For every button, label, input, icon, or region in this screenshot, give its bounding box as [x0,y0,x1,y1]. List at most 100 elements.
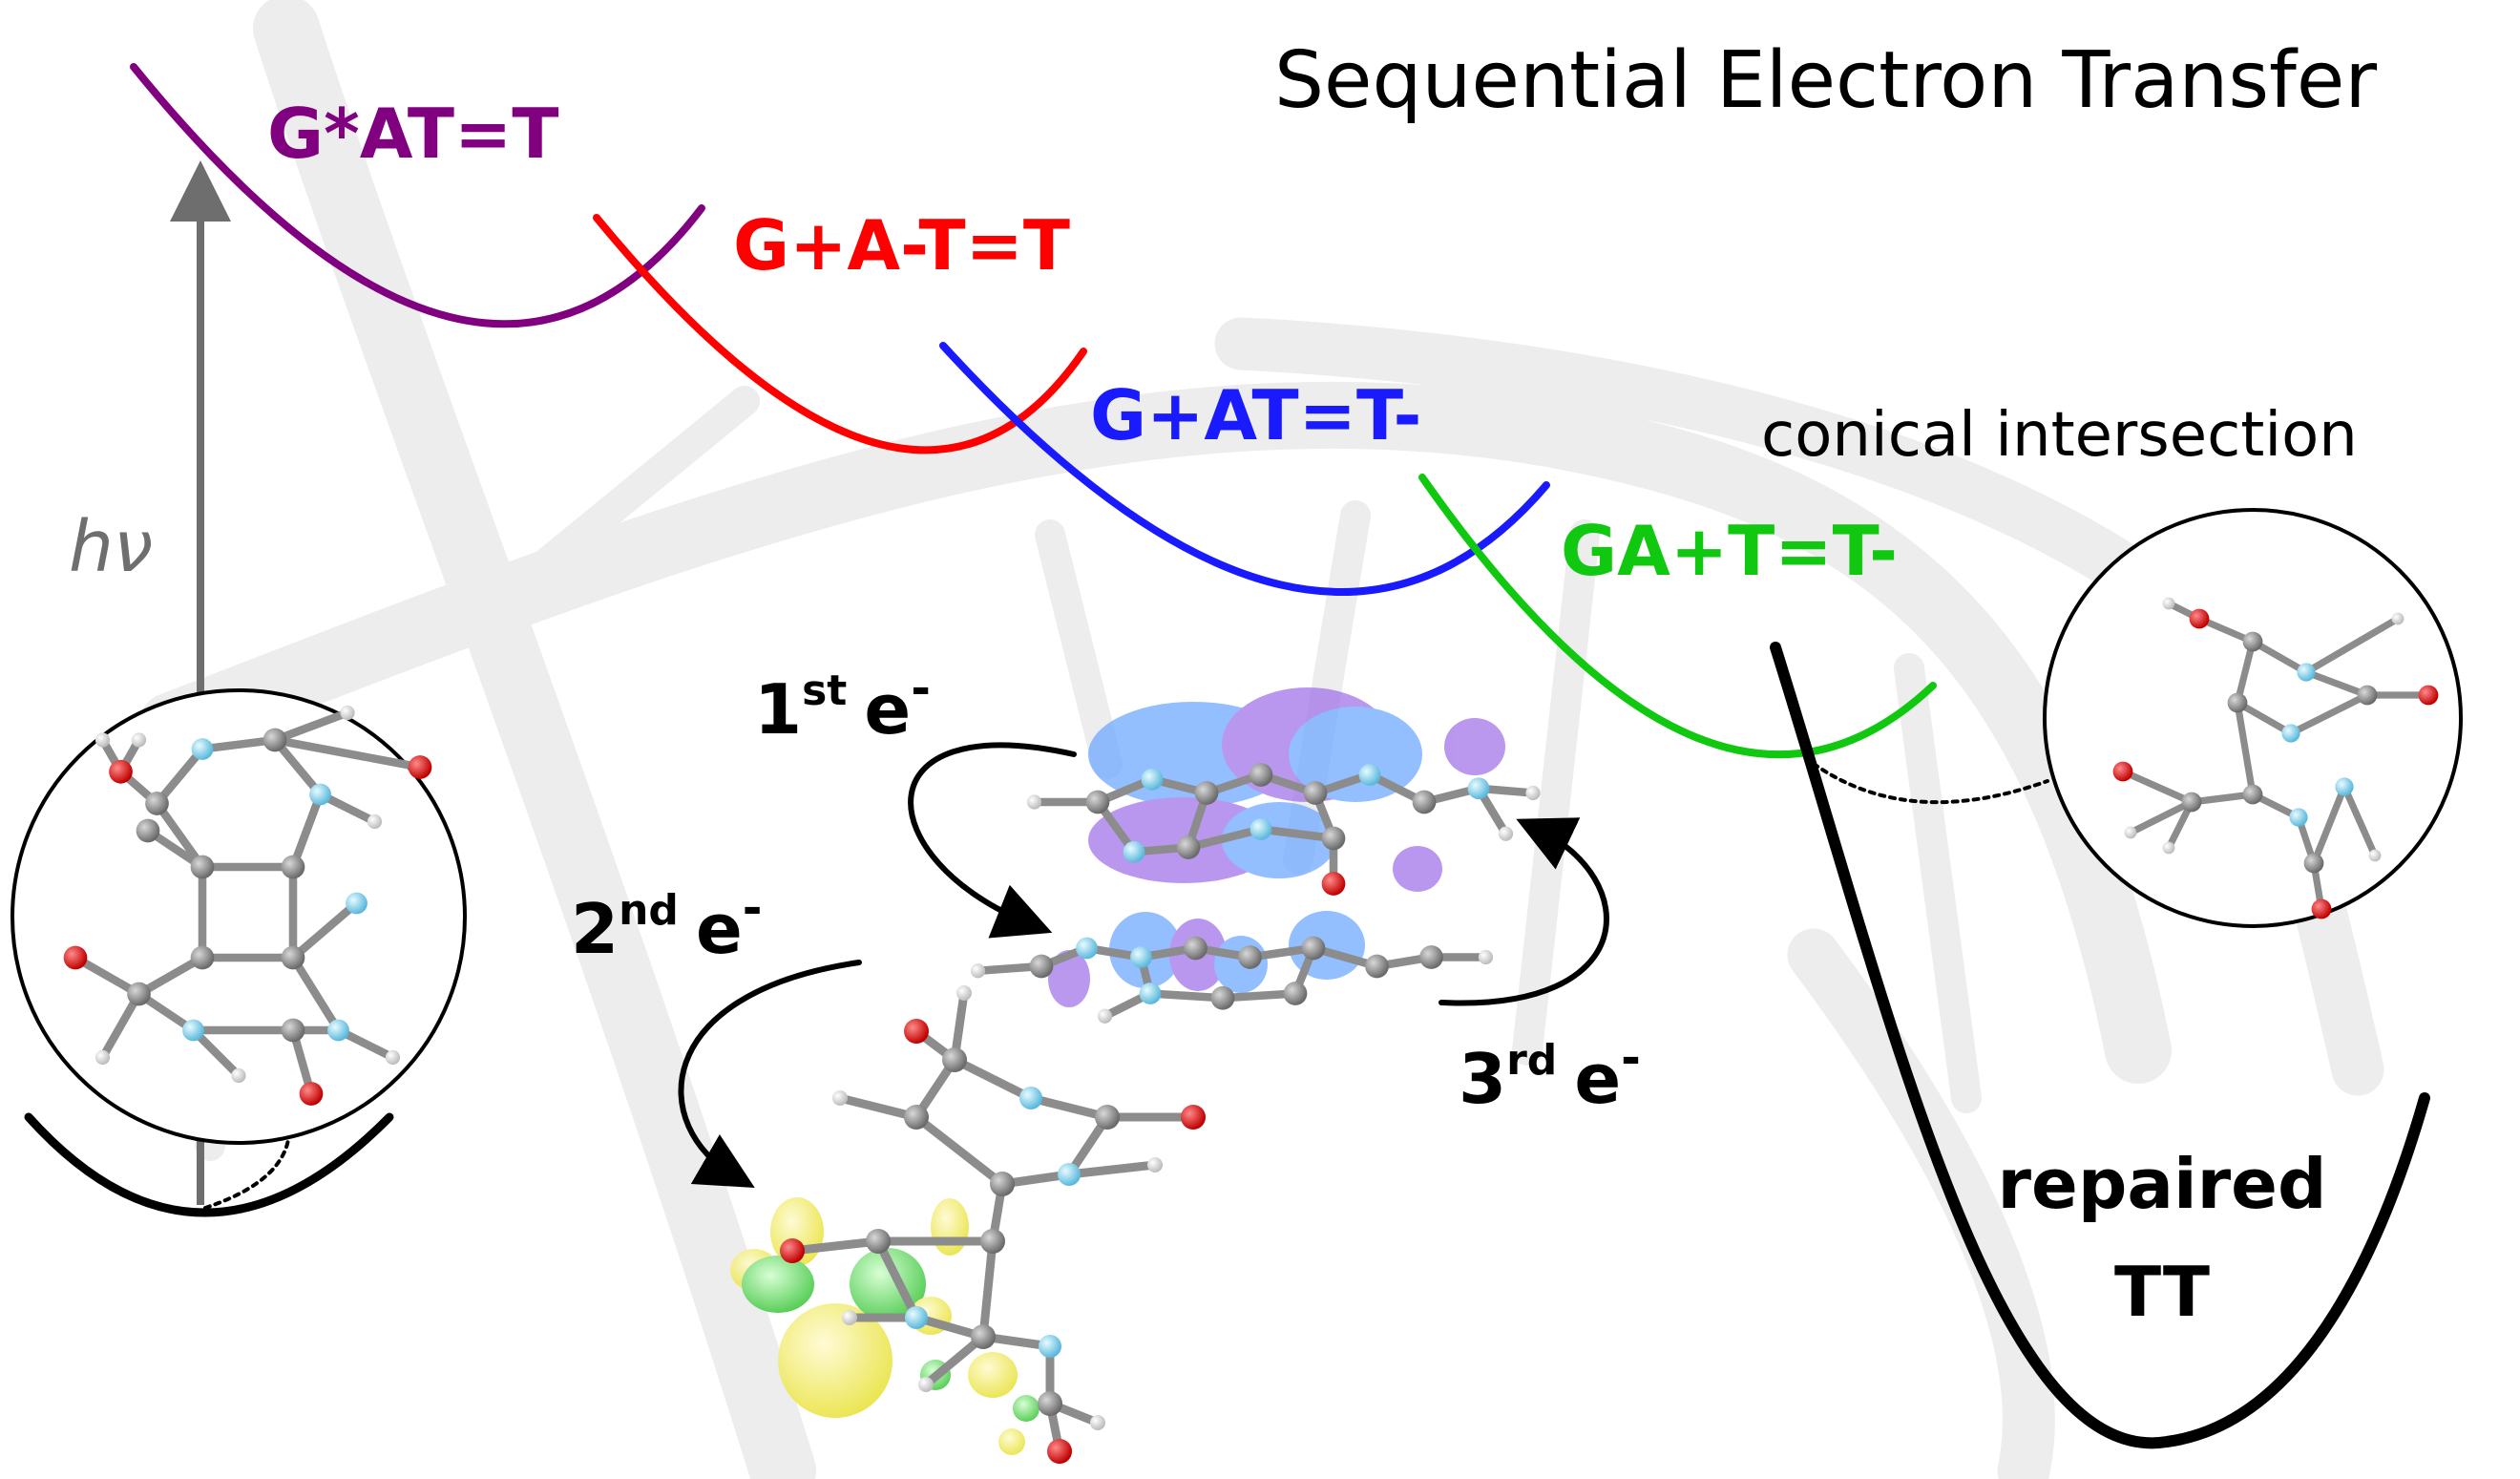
carbon-atom [1194,781,1219,805]
hydrogen-atom [94,1049,111,1066]
cpd-dimer-inset-circle [10,688,467,1145]
state-label-gstar: G*AT=T [267,94,558,174]
carbon-atom [1249,763,1273,787]
hydrogen-atom [131,732,147,748]
nitrogen-atom [1358,764,1381,786]
bond [788,1236,883,1256]
bond [2234,638,2257,707]
bond [2234,699,2295,737]
carbon-atom [1176,835,1201,859]
carbon-atom [1029,954,1054,979]
bond [270,735,425,771]
carbon-atom [1085,790,1110,814]
bond [2287,691,2371,737]
carbon-atom [1321,826,1346,851]
hydrogen-atom [1478,949,1494,965]
oxygen-atom [1321,872,1346,896]
bond [270,708,352,745]
aplus-tminus-curve [1418,474,1937,759]
ci-dotted-link-right [1812,762,2049,805]
bond [2249,638,2310,676]
nitrogen-atom [1250,818,1272,840]
carbon-atom [281,855,305,879]
nitrogen-atom [346,892,368,915]
bond [1184,825,1266,852]
state-label-gplus-aminus: G+A-T=T [733,205,1070,285]
carbon-atom [190,945,215,970]
nitrogen-atom [1039,1335,1061,1358]
state-label-gplus-tminus: G+AT=T- [1090,375,1421,455]
dna-rung-1 [519,386,760,588]
hydrogen-atom [385,1049,401,1066]
orbital-blob [1289,707,1422,802]
oxygen-atom [1181,1105,1206,1130]
orbital-blob [931,1198,969,1256]
nitrogen-atom [1058,1163,1081,1186]
hydrogen-atom [94,732,111,748]
nitrogen-atom [1076,937,1098,960]
adenine-molecule [970,936,1494,1024]
carbon-atom [262,728,287,752]
carbon-atom [1301,936,1326,961]
oxygen-atom [63,945,88,970]
hydrogen-atom [340,705,355,721]
carbon-atom [281,1018,305,1043]
dna-rung-5 [1894,653,1982,1113]
hydrogen-atom [1498,826,1514,841]
carbon-atom [2181,792,2202,813]
hydrogen-atom [1097,1008,1113,1024]
nitrogen-atom [1019,1087,1042,1109]
product-label-line2: TT [2114,1252,2210,1332]
carbon-atom [1038,1391,1062,1416]
bond [873,1236,921,1322]
orbital-blob [1013,1395,1040,1422]
carbon-atom [1283,982,1308,1005]
dna-strand-4 [1787,928,2055,1479]
orbital-blob [1444,718,1505,775]
nitrogen-atom [2335,777,2354,796]
orbital-blob [998,1428,1025,1455]
electron-arrow-2 [678,960,862,1189]
dna-rung-2 [1035,519,1123,779]
oxygen-atom [2311,898,2332,919]
figure-title: Sequential Electron Transfer [1274,35,2377,126]
dna-strand-2 [138,381,2172,1084]
bond [1026,1093,1112,1122]
hydrogen-atom [842,1310,857,1325]
nitrogen-atom [1467,777,1490,800]
bond [1145,989,1228,1003]
oxygen-atom [1047,1439,1072,1464]
carbon-atom [2242,784,2263,805]
bond [2188,791,2257,806]
nitrogen-atom [1123,840,1145,863]
product-label-line1: repaired [1997,1144,2326,1224]
carbon-atom [1184,936,1208,961]
bond [288,898,361,962]
oxygen-atom [2112,761,2133,782]
hydrogen-atom [2124,826,2137,839]
electron-transfer-arrows [678,742,1609,1189]
hydrogen-atom [918,1377,934,1392]
guanine-molecule [1026,763,1541,896]
bond [71,953,143,999]
hydrogen-atom [956,985,972,1001]
nitrogen-atom [182,1019,204,1042]
carbon-atom [136,818,160,843]
carbon-atom [980,1229,1005,1254]
hydrogen-atom [2391,612,2404,625]
repaired-tt-curve [1770,642,2430,1449]
repaired-tt-inset-circle [2043,508,2463,928]
bond [912,1112,1007,1189]
orbital-blob [968,1352,1018,1398]
oxygen-atom [2189,608,2210,629]
carbon-atom [971,1324,996,1349]
hydrogen-atom [2368,849,2382,862]
bond [2310,783,2348,867]
carbon-atom [1412,790,1437,814]
hydrogen-atom [2162,841,2175,855]
repaired-tt-molecule [2112,597,2439,919]
bond [135,953,207,999]
cpd-dimer-molecule [63,705,432,1106]
